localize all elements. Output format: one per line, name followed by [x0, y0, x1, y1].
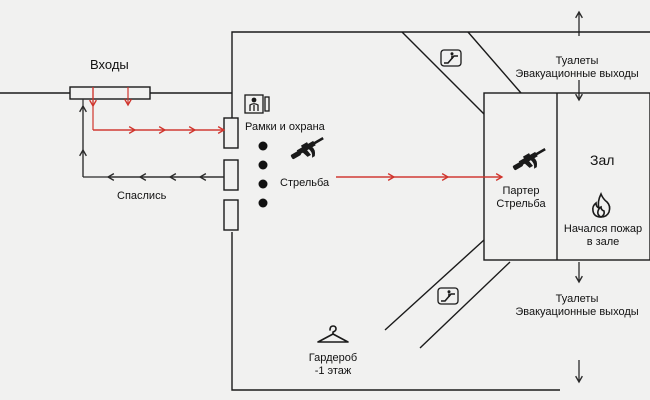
security-frames: [223, 117, 239, 231]
escalator-corridors: [384, 31, 522, 349]
toilets-top: Туалеты: [555, 55, 599, 67]
lower-corridor-line-1: [384, 239, 485, 331]
exits-top-label: Туалеты Эвакуационные выходы: [515, 55, 638, 81]
hanger-icon: [317, 325, 349, 343]
security-frame-3: [223, 199, 239, 231]
dot-1: [258, 141, 268, 151]
exits-bottom-label: Туалеты Эвакуационные выходы: [515, 293, 638, 319]
rifle-icon-hall: [512, 148, 546, 171]
escalator-icon-lower: [437, 287, 459, 305]
parterre-line1: Партер: [502, 185, 540, 197]
fire-icon: [592, 192, 611, 218]
fire-label: Начался пожар в зале: [564, 223, 642, 249]
exits-bottom: Эвакуационные выходы: [515, 306, 639, 318]
entrances-label: Входы: [90, 57, 129, 72]
dot-2: [258, 160, 268, 170]
toilets-bottom: Туалеты: [555, 293, 599, 305]
exits-top: Эвакуационные выходы: [515, 68, 639, 80]
lower-corridor-line-2: [419, 261, 511, 349]
cloakroom-label: Гардероб -1 этаж: [309, 352, 357, 378]
escalator-icon: [440, 49, 462, 67]
fire-line2: в зале: [586, 236, 620, 248]
parterre-line2: Стрельба: [496, 198, 546, 210]
left-wall-lower: [231, 232, 560, 391]
upper-corridor-line-2: [467, 31, 522, 94]
security-frame-2: [223, 159, 239, 191]
left-wall-upper: [231, 31, 650, 118]
building-walls: [0, 31, 650, 391]
attack-paths: [89, 87, 504, 181]
cloakroom-line1: Гардероб: [308, 352, 358, 364]
escaped-label: Спаслись: [117, 190, 167, 202]
dot-4: [258, 198, 268, 208]
frames-security-label: Рамки и охрана: [245, 121, 325, 133]
security-frame-person-icon: [244, 94, 270, 114]
parterre-label: Партер Стрельба: [496, 185, 545, 211]
security-frame-1: [223, 117, 239, 149]
escape-paths: [79, 99, 224, 181]
dots: [258, 141, 268, 208]
entrance-block: [69, 86, 151, 100]
hall-label: Зал: [590, 152, 615, 168]
upper-corridor-line-1: [401, 31, 485, 115]
shooting-label: Стрельба: [280, 177, 330, 189]
dot-3: [258, 179, 268, 189]
fire-line1: Начался пожар: [563, 223, 643, 235]
cloakroom-line2: -1 этаж: [314, 365, 352, 377]
rifle-icon: [290, 137, 324, 160]
